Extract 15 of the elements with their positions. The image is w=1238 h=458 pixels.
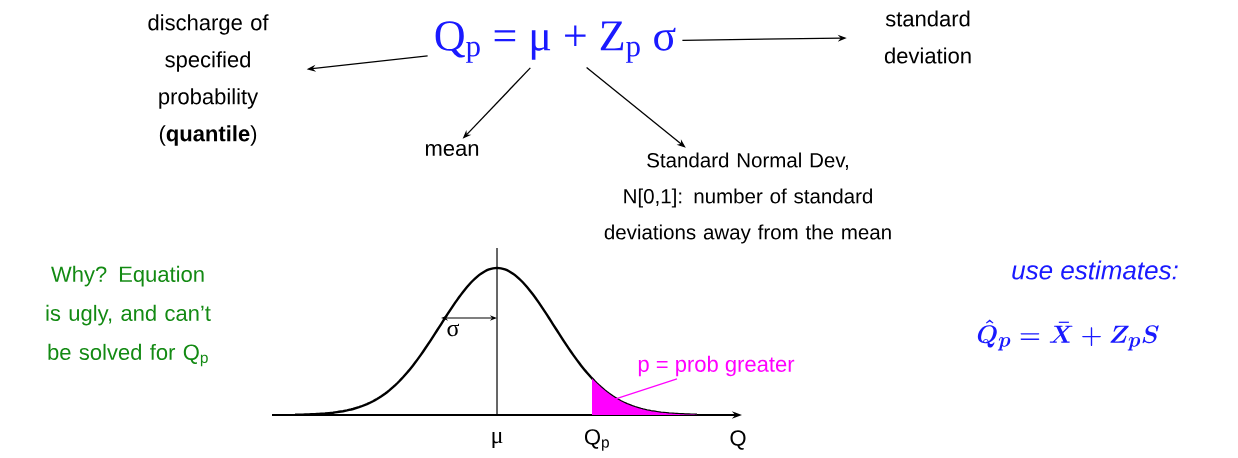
note-text: use estimates:	[1012, 260, 1178, 280]
annotation-text: Standard Normal Dev, N[0,1]: number of standard deviations away from the mean	[604, 152, 891, 244]
symbol-label: σ	[447, 323, 460, 337]
annotation-text: standard deviation	[884, 10, 971, 64]
estimate-formula: $\hat{Q}_p = \bar{X} + Z_p S$	[977, 319, 1159, 351]
axis-label: μ	[492, 431, 503, 449]
annotation-text: mean	[425, 143, 479, 157]
axis-label: Q$_{p}$	[584, 429, 609, 451]
annotation-text: p = prob greater	[638, 355, 795, 377]
formula: Q$_{p}$ = μ + Z$_{p}$ σ	[435, 21, 676, 63]
note-text: Why? Equation is ugly, and can’t be solved for Q$_{p}$	[46, 265, 211, 367]
arrow	[585, 66, 686, 148]
annotation-text: discharge of specified probability (quantile)	[148, 14, 269, 146]
axis-label: Q	[730, 430, 746, 450]
leader-line	[613, 378, 678, 400]
